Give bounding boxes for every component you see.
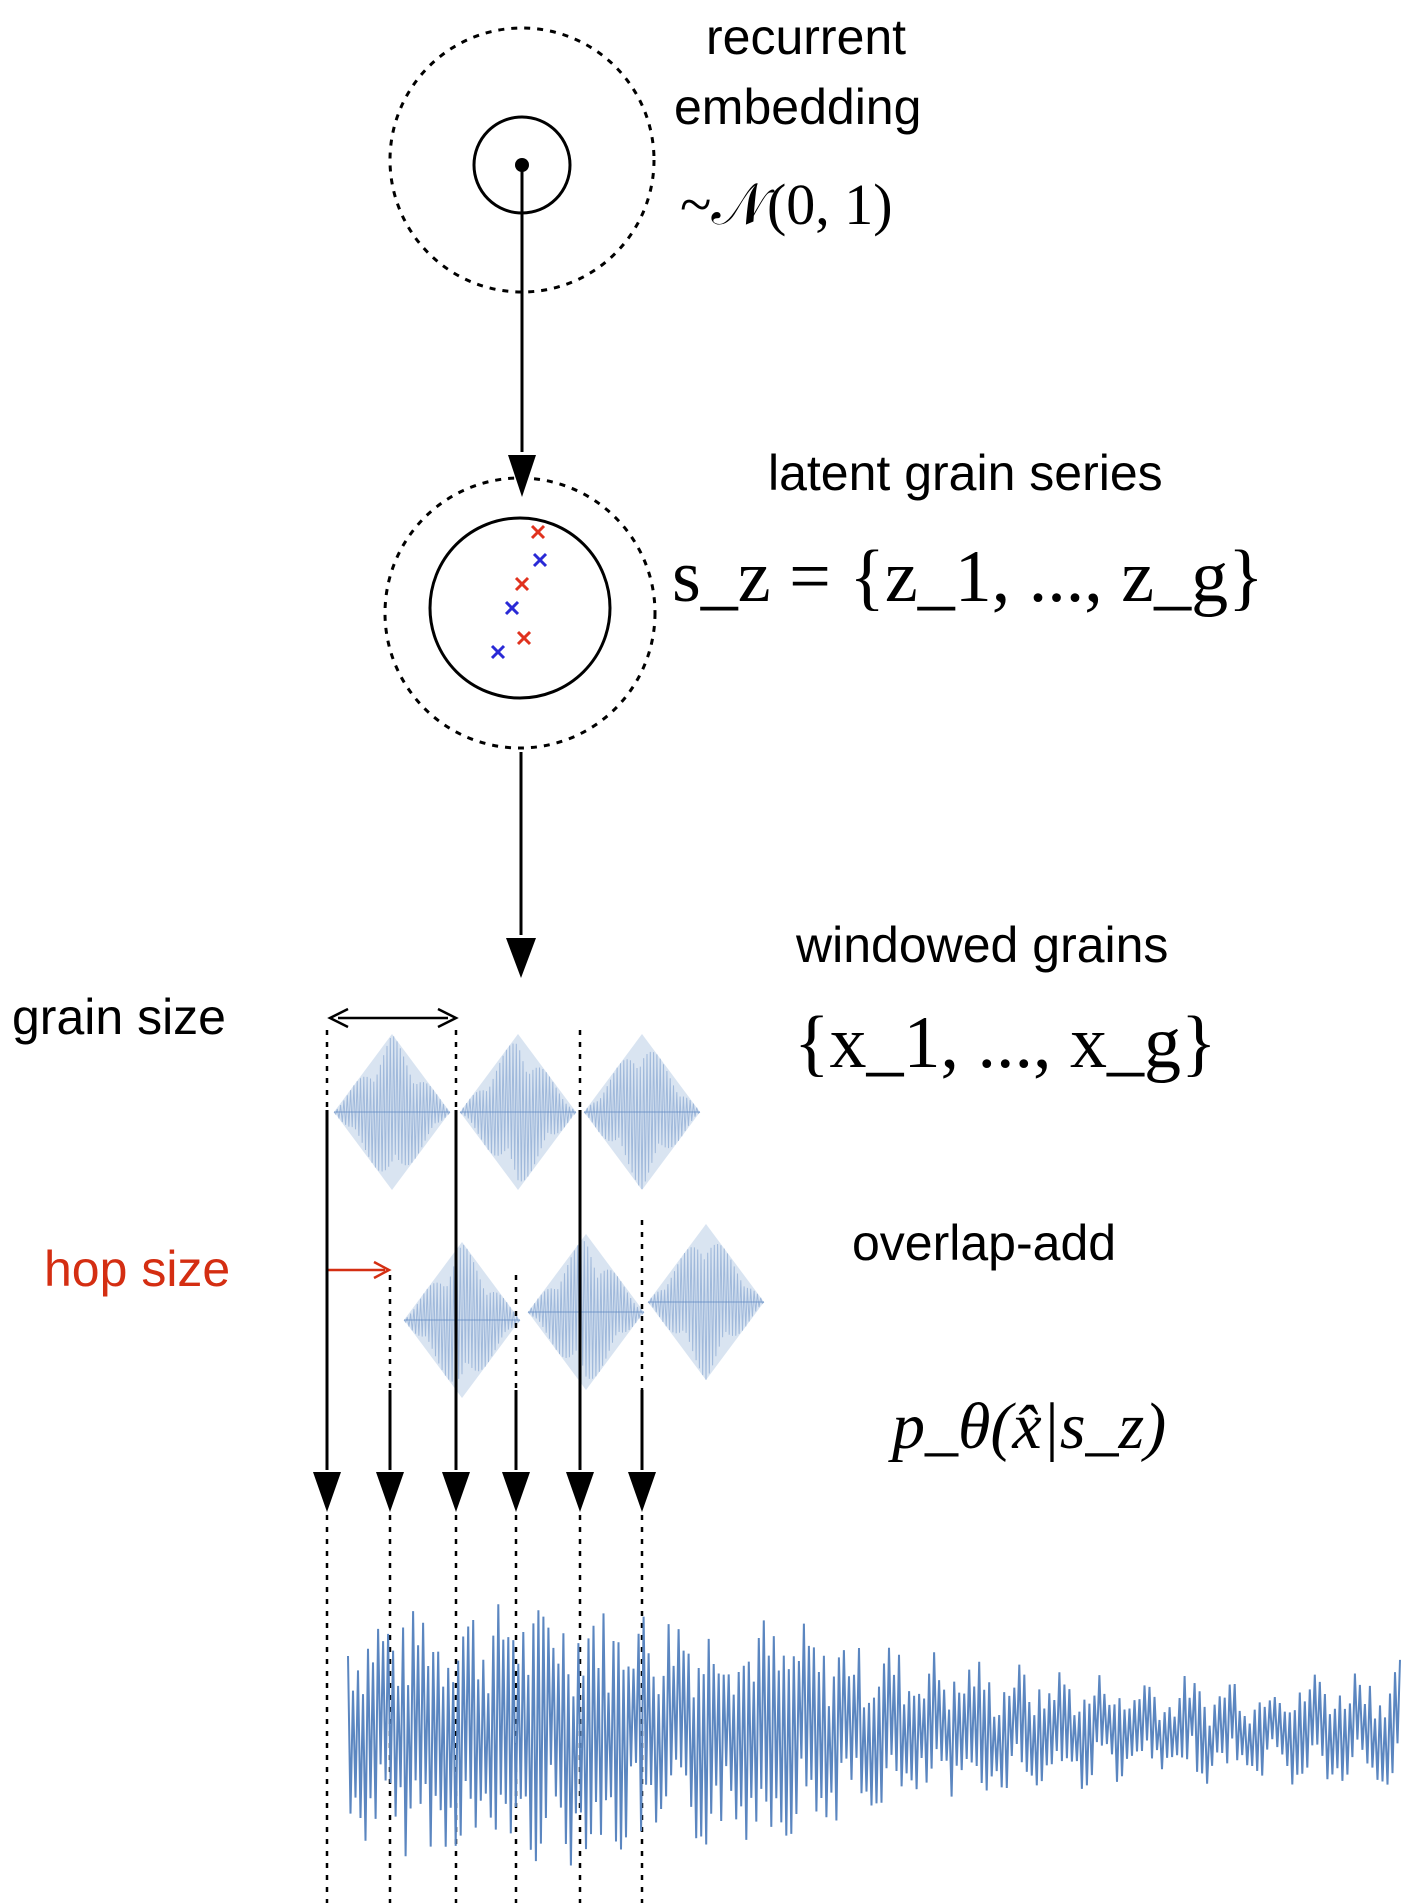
latent-marker-6: [490, 644, 506, 660]
latent-grain-series-label: latent grain series: [768, 445, 1163, 501]
latent-series-equation: s_z = {z_1, ..., z_g}: [672, 536, 1264, 618]
output-waveform-line: [347, 1604, 1401, 1866]
windowed-grains-equation: {x_1, ..., x_g}: [794, 1002, 1217, 1084]
recurrent-label: recurrent: [706, 9, 907, 65]
latent-markers: [490, 524, 548, 660]
ola-arrow-4: [502, 1390, 530, 1512]
arrow-to-grains: [506, 752, 536, 978]
grain-3: [583, 1034, 701, 1190]
output-waveform: [347, 1604, 1401, 1866]
latent-marker-2: [532, 552, 548, 568]
grain-4: [403, 1242, 521, 1398]
likelihood-equation: p_θ(x̂|s_z): [892, 1390, 1167, 1463]
ola-arrow-2: [376, 1390, 404, 1512]
ola-arrow-1: [313, 1110, 341, 1512]
ola-arrow-3: [442, 1110, 470, 1512]
embedding-label: embedding: [674, 79, 922, 135]
hop-size-label: hop size: [44, 1241, 231, 1297]
arrow-to-latent: [508, 165, 536, 497]
grain-6: [647, 1224, 765, 1380]
latent-grain-series-node: [383, 476, 657, 750]
prior-distribution: ~𝒩(0, 1): [680, 172, 893, 237]
windowed-grains-label: windowed grains: [796, 917, 1169, 973]
grain-1: [333, 1034, 451, 1190]
grain-5: [527, 1234, 645, 1390]
hop-size-arrow: [328, 1260, 392, 1280]
grain-size-arrow: [327, 1007, 459, 1029]
overlap-add-label: overlap-add: [852, 1215, 1117, 1271]
ola-arrow-5: [566, 1110, 594, 1512]
grain-2: [459, 1034, 577, 1190]
grain-size-label: grain size: [12, 989, 226, 1045]
windowed-grains-plot: [333, 1034, 765, 1398]
ola-arrow-6: [628, 1390, 656, 1512]
latent-marker-1: [530, 524, 546, 540]
latent-marker-4: [504, 600, 520, 616]
latent-marker-3: [514, 576, 530, 592]
overlap-add-arrows: [313, 1110, 656, 1512]
latent-marker-5: [516, 630, 532, 646]
